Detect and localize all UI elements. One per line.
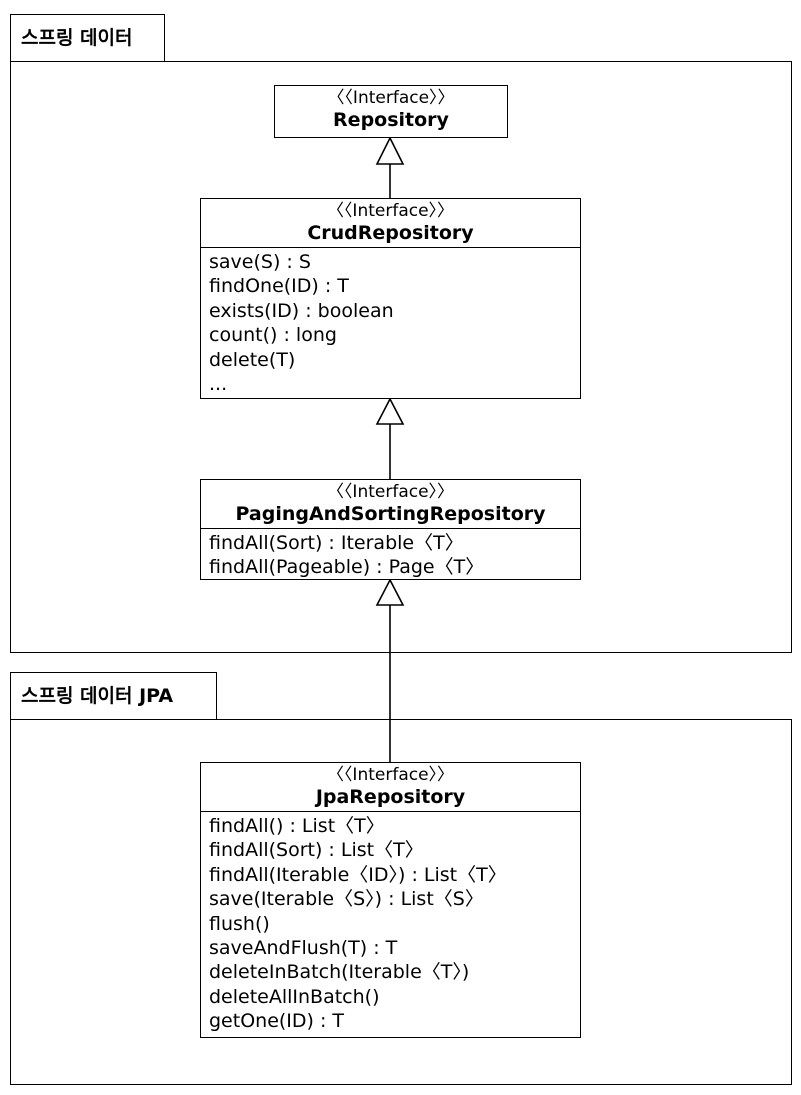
member: save(Iterable〈S〉) : List〈S〉 xyxy=(209,888,484,911)
member: delete(T) xyxy=(209,348,296,371)
member: saveAndFlush(T) : T xyxy=(209,937,398,960)
class-jpa-repository: 〈〈Interface〉〉 JpaRepository findAll() : … xyxy=(200,762,581,1038)
class-header: 〈〈Interface〉〉 CrudRepository xyxy=(201,199,580,248)
member: exists(ID) : boolean xyxy=(209,299,394,322)
member: findOne(ID) : T xyxy=(209,275,349,298)
member: ... xyxy=(209,373,228,396)
class-name: PagingAndSortingRepository xyxy=(235,503,546,525)
member: count() : long xyxy=(209,324,337,347)
member-list: findAll(Sort) : Iterable〈T〉 findAll(Page… xyxy=(201,529,580,584)
member: findAll(Pageable) : Page〈T〉 xyxy=(209,556,485,579)
member: findAll(Sort) : Iterable〈T〉 xyxy=(209,532,464,554)
class-crud-repository: 〈〈Interface〉〉 CrudRepository save(S) : S… xyxy=(200,198,581,399)
member: deleteInBatch(Iterable〈T〉) xyxy=(209,961,470,984)
package-tab-spring-data: 스프링 데이터 xyxy=(10,14,165,62)
class-name: JpaRepository xyxy=(315,786,466,808)
generalization-arrowhead xyxy=(375,578,405,606)
member: findAll() : List〈T〉 xyxy=(209,815,385,837)
class-name: Repository xyxy=(333,109,449,131)
member: findAll(Sort) : List〈T〉 xyxy=(209,839,424,862)
member: save(S) : S xyxy=(209,251,311,273)
member-list: findAll() : List〈T〉 findAll(Sort) : List… xyxy=(201,812,580,1038)
package-label: 스프링 데이터 JPA xyxy=(21,685,174,707)
class-header: 〈〈Interface〉〉 JpaRepository xyxy=(201,763,580,812)
package-label: 스프링 데이터 xyxy=(21,27,133,49)
member: findAll(Iterable〈ID〉) : List〈T〉 xyxy=(209,863,507,886)
class-repository: 〈〈Interface〉〉 Repository xyxy=(274,85,508,138)
member-list: save(S) : S findOne(ID) : T exists(ID) :… xyxy=(201,248,580,400)
stereotype-label: 〈〈Interface〉〉 xyxy=(326,482,455,502)
class-name: CrudRepository xyxy=(307,222,474,244)
package-tab-spring-data-jpa: 스프링 데이터 JPA xyxy=(10,672,217,720)
class-header: 〈〈Interface〉〉 PagingAndSortingRepository xyxy=(201,480,580,529)
stereotype-label: 〈〈Interface〉〉 xyxy=(327,88,455,108)
member: getOne(ID) : T xyxy=(209,1010,345,1033)
member: flush() xyxy=(209,912,270,935)
generalization-arrowhead xyxy=(375,397,405,425)
class-paging-and-sorting-repository: 〈〈Interface〉〉 PagingAndSortingRepository… xyxy=(200,479,581,580)
stereotype-label: 〈〈Interface〉〉 xyxy=(326,765,455,785)
stereotype-label: 〈〈Interface〉〉 xyxy=(326,201,455,221)
member: deleteAllInBatch() xyxy=(209,985,380,1008)
class-header: 〈〈Interface〉〉 Repository xyxy=(275,86,507,134)
generalization-arrowhead xyxy=(375,136,405,165)
